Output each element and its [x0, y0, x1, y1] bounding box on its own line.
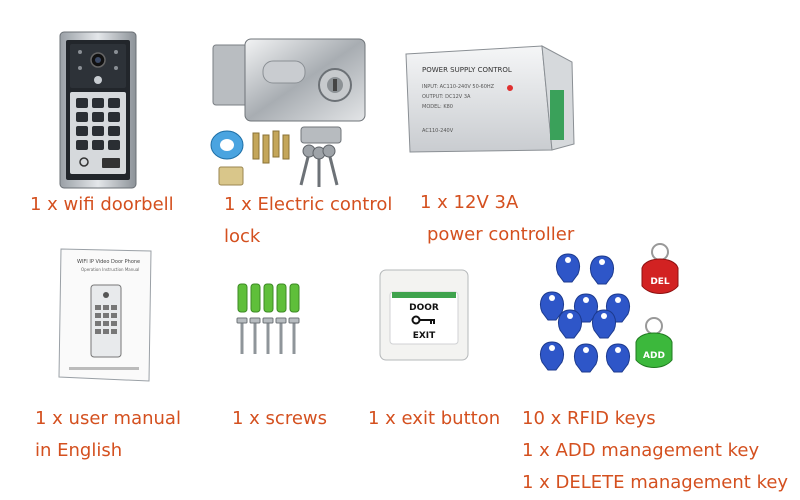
- svg-text:ADD: ADD: [643, 351, 665, 361]
- caption-manual-line2: in English: [35, 440, 123, 461]
- rfid-key: [591, 309, 617, 339]
- svg-text:DOOR: DOOR: [409, 303, 439, 313]
- exit-button: DOOR EXIT: [378, 268, 470, 362]
- user-manual: WIFI IP Video Door Phone Operation Instr…: [55, 245, 155, 385]
- caption-screws: 1 x screws: [232, 408, 328, 429]
- rfid-key: [605, 343, 631, 373]
- caption-rfid-line1: 10 x RFID keys: [522, 408, 656, 429]
- screws: [232, 280, 304, 360]
- rfid-keys: DEL ADD: [530, 238, 690, 388]
- rfid-key: [589, 255, 615, 285]
- svg-text:INPUT: AC110-240V 50-60HZ: INPUT: AC110-240V 50-60HZ: [422, 84, 495, 90]
- rfid-key: [573, 343, 599, 373]
- power-supply-icon: POWER SUPPLY CONTROL INPUT: AC110-240V 5…: [405, 45, 575, 153]
- svg-text:OUTPUT: DC12V 3A: OUTPUT: DC12V 3A: [422, 94, 471, 100]
- rfid-del-key: DEL: [641, 243, 679, 294]
- wifi-doorbell: [58, 30, 138, 190]
- user-manual-icon: WIFI IP Video Door Phone Operation Instr…: [58, 248, 152, 382]
- caption-manual-line1: 1 x user manual: [35, 408, 181, 429]
- rfid-key: [557, 309, 583, 339]
- electric-lock: [205, 35, 380, 195]
- caption-lock-line1: 1 x Electric control: [224, 194, 393, 215]
- rfid-add-key: ADD: [635, 317, 673, 368]
- rfid-key: [539, 341, 565, 371]
- power-supply-controller: POWER SUPPLY CONTROL INPUT: AC110-240V 5…: [400, 40, 580, 160]
- svg-text:DEL: DEL: [650, 277, 670, 287]
- caption-doorbell: 1 x wifi doorbell: [30, 194, 174, 215]
- caption-rfid-line2: 1 x ADD management key: [522, 440, 760, 461]
- caption-power-line2: power controller: [427, 224, 575, 245]
- svg-text:WIFI IP Video Door Phone: WIFI IP Video Door Phone: [77, 259, 140, 265]
- electric-lock-icon: [210, 38, 366, 187]
- svg-text:Operation Instruction Manual: Operation Instruction Manual: [81, 267, 139, 272]
- svg-text:POWER SUPPLY CONTROL: POWER SUPPLY CONTROL: [422, 66, 512, 74]
- rfid-keys-icon: DEL ADD: [539, 243, 679, 373]
- caption-exit-button: 1 x exit button: [368, 408, 501, 429]
- video-doorbell-icon: [59, 31, 137, 189]
- caption-lock-line2: lock: [224, 226, 261, 247]
- caption-rfid-line3: 1 x DELETE management key: [522, 472, 789, 493]
- screws-icon: [236, 283, 300, 354]
- caption-power-line1: 1 x 12V 3A: [420, 192, 519, 213]
- exit-button-icon: DOOR EXIT: [379, 269, 469, 361]
- svg-text:EXIT: EXIT: [413, 331, 436, 341]
- svg-text:MODEL: K80: MODEL: K80: [422, 104, 453, 110]
- rfid-key: [555, 253, 581, 283]
- svg-text:AC110-240V: AC110-240V: [422, 128, 454, 134]
